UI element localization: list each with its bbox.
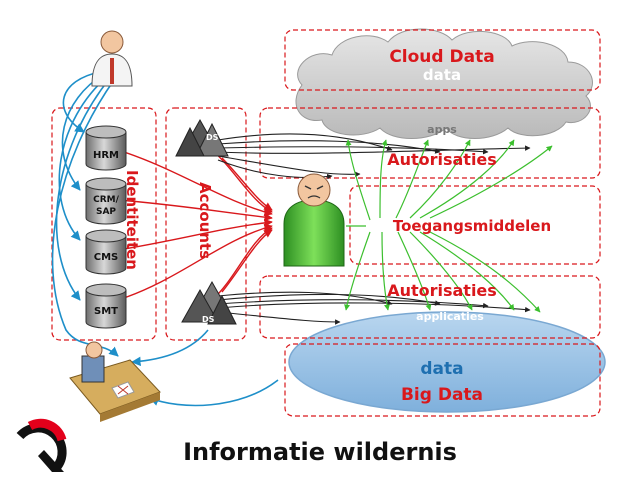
applicaties-box bbox=[259, 275, 601, 339]
apps-label: apps bbox=[427, 123, 457, 136]
directory-server-bottom bbox=[181, 280, 237, 325]
system-crm-sap bbox=[85, 177, 127, 225]
ds-arrows bbox=[217, 133, 531, 325]
cloud-data-subtitle: data bbox=[423, 66, 461, 84]
system-label-smt: SMT bbox=[94, 306, 118, 317]
page-title: Informatie wildernis bbox=[183, 438, 457, 466]
system-cms bbox=[85, 229, 127, 275]
apps-box bbox=[259, 107, 601, 179]
autorisaties-bottom-label: Autorisaties bbox=[387, 281, 497, 300]
system-label-cms: CMS bbox=[94, 252, 119, 263]
ds-label-top: DS bbox=[206, 133, 219, 142]
cloud-shape bbox=[295, 28, 593, 139]
identiteiten-label: Identiteiten bbox=[123, 170, 141, 270]
applicaties-label: applicaties bbox=[416, 310, 484, 323]
big-data-title: Big Data bbox=[401, 385, 483, 405]
big-data-data-label: data bbox=[420, 359, 463, 379]
accounts-label: Accounts bbox=[196, 182, 214, 259]
access-arrows bbox=[344, 139, 553, 313]
system-hrm bbox=[85, 125, 127, 171]
ds-label-bottom: DS bbox=[202, 315, 215, 324]
autorisaties-top-label: Autorisaties bbox=[387, 150, 497, 169]
green-person-icon bbox=[283, 173, 345, 267]
system-label-crm-1: CRM/ bbox=[93, 195, 119, 205]
desk-worker-icon bbox=[69, 341, 161, 422]
big-data-box bbox=[284, 343, 601, 417]
toegangsmiddelen-box bbox=[349, 185, 601, 265]
system-label-hrm: HRM bbox=[93, 150, 119, 161]
user-person-icon bbox=[91, 30, 133, 87]
identiteiten-box bbox=[51, 107, 157, 341]
system-label-crm-2: SAP bbox=[96, 207, 116, 217]
company-logo-icon bbox=[16, 418, 67, 472]
cloud-data-title: Cloud Data bbox=[389, 47, 494, 67]
big-data-ellipse bbox=[288, 311, 606, 413]
system-smt bbox=[85, 283, 127, 329]
accounts-box bbox=[165, 107, 247, 341]
toegangsmiddelen-label: Toegangsmiddelen bbox=[393, 217, 551, 235]
directory-server-top bbox=[175, 118, 229, 157]
